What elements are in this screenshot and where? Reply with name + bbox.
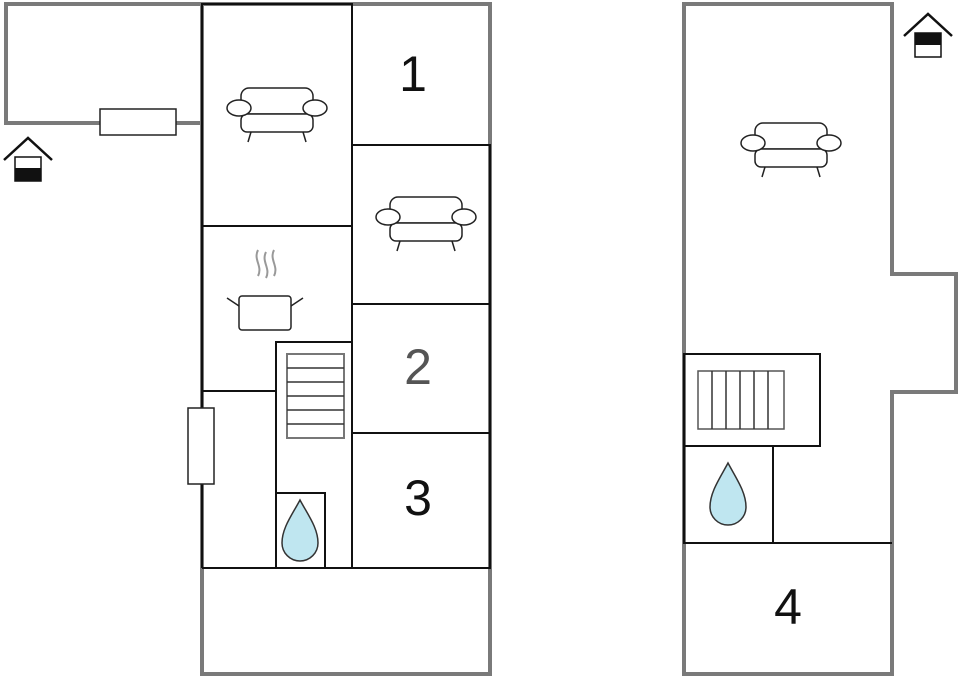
house-entrance-icon	[3, 136, 53, 182]
left-floor: 1 2 3	[3, 2, 492, 676]
window-icon	[99, 108, 177, 136]
sofa-icon	[375, 196, 477, 252]
bathroom-cell	[275, 492, 326, 569]
kitchen-pot-icon	[226, 249, 304, 331]
stairs-icon	[286, 353, 345, 439]
terrace-wall	[4, 2, 202, 125]
room-label-4: 4	[774, 579, 802, 635]
stairs-icon	[697, 370, 785, 430]
right-floor: 4	[682, 2, 958, 676]
sofa-icon	[226, 87, 328, 143]
room-label-1: 1	[399, 46, 427, 102]
sofa-icon	[740, 122, 842, 178]
window-icon	[187, 407, 215, 485]
house-entrance-icon	[903, 12, 953, 58]
room-label-3: 3	[404, 470, 432, 526]
room-label-2: 2	[404, 339, 432, 395]
water-drop-icon	[281, 498, 319, 562]
bathroom-right-wall	[683, 445, 774, 544]
water-drop-icon	[709, 461, 747, 526]
living-room-wall	[201, 3, 353, 227]
right-outer-wall	[682, 2, 958, 676]
